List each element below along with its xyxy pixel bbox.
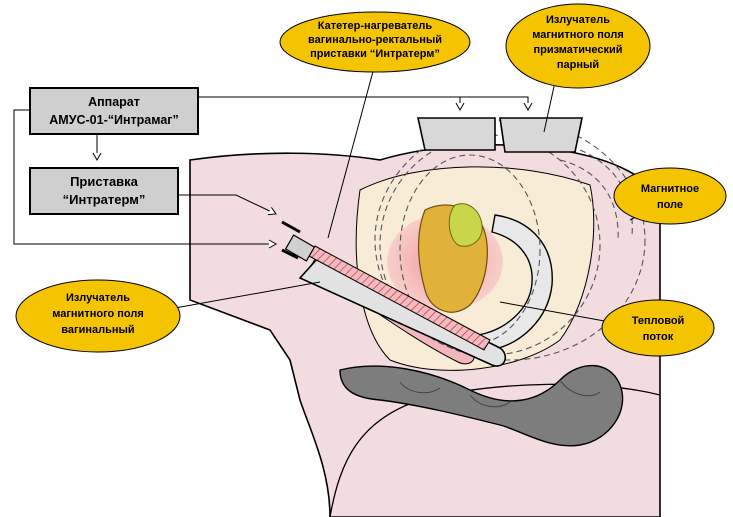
catheter-line-1: Катетер-нагреватель: [318, 20, 433, 32]
prismatic-emitter-callout: Излучатель магнитного поля призматически…: [506, 4, 650, 88]
vaginal-emitter-callout: Излучатель магнитного поля вагинальный: [16, 280, 180, 352]
catheter-line-2: вагинально-ректальный: [308, 34, 442, 46]
prismatic-line-1: Излучатель: [546, 14, 610, 26]
prismatic-line-2: магнитного поля: [532, 29, 624, 41]
heat-flow-line-1: Тепловой: [632, 315, 685, 327]
apparatus-box: Аппарат АМУС-01-“Интрамаг”: [30, 88, 198, 134]
magnetic-field-line-1: Магнитное: [641, 183, 699, 195]
attachment-line-1: Приставка: [70, 174, 139, 189]
magnetic-field-line-2: поле: [657, 199, 683, 211]
prism-right: [500, 118, 582, 152]
catheter-callout: Катетер-нагреватель вагинально-ректальны…: [280, 12, 470, 72]
heat-flow-line-2: поток: [643, 331, 674, 343]
prismatic-line-3: призматический: [533, 44, 622, 56]
magnetic-field-callout: Магнитное поле: [614, 168, 726, 224]
prismatic-line-4: парный: [557, 59, 599, 71]
heat-flow-callout: Тепловой поток: [602, 300, 714, 356]
vaginal-line-1: Излучатель: [66, 292, 130, 304]
prism-left: [418, 118, 495, 150]
catheter-line-3: приставки “Интратерм”: [310, 48, 440, 60]
attachment-line-2: “Интратерм”: [63, 192, 146, 207]
attachment-box: Приставка “Интратерм”: [30, 168, 178, 214]
vaginal-line-3: вагинальный: [61, 324, 134, 336]
apparatus-line-2: АМУС-01-“Интрамаг”: [49, 113, 178, 127]
vaginal-line-2: магнитного поля: [52, 308, 144, 320]
apparatus-line-1: Аппарат: [88, 95, 140, 109]
